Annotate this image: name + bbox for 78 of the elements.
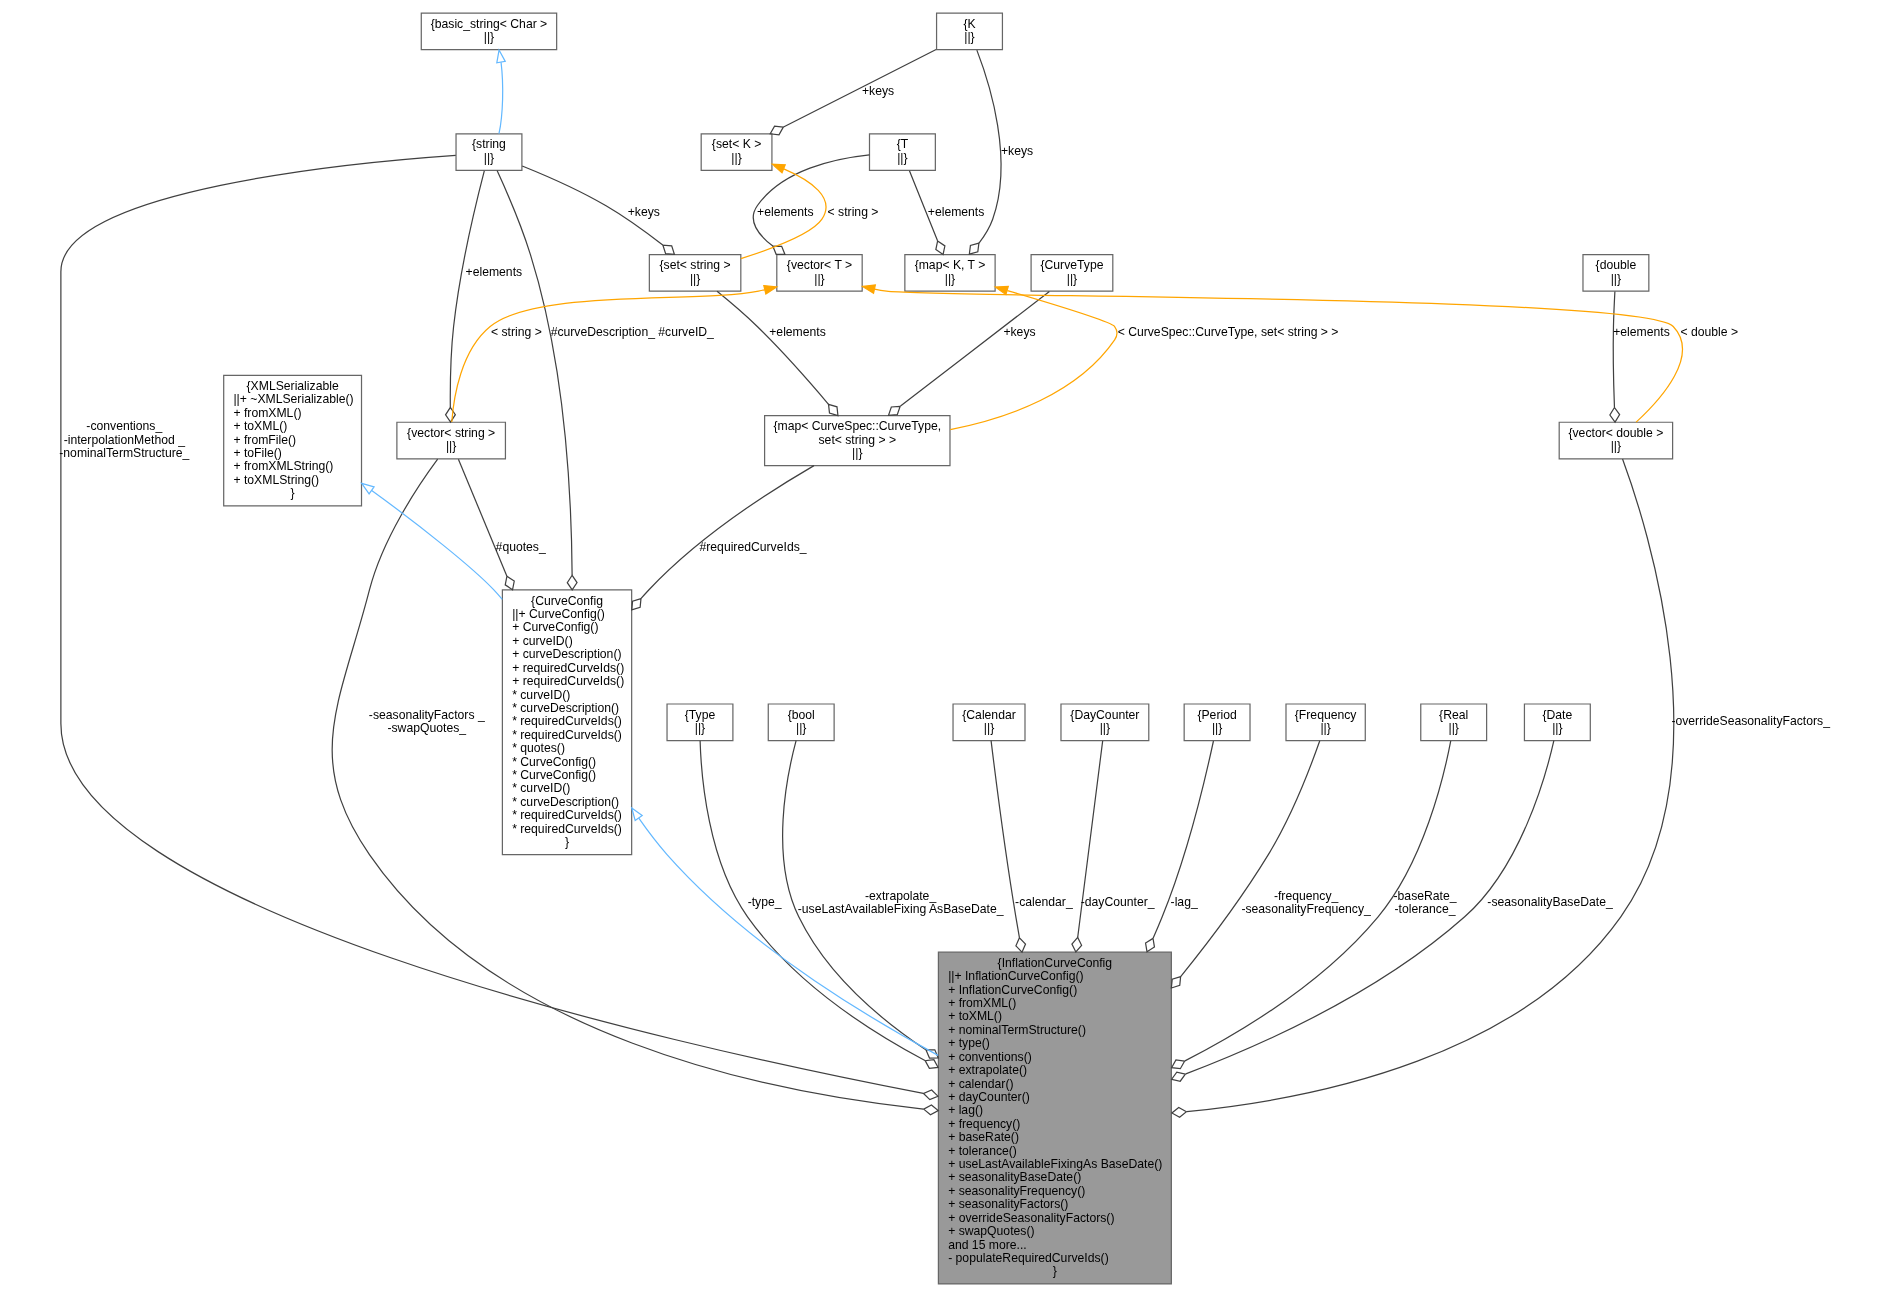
node-box: {Calendar ||} (951, 703, 1026, 742)
connector (908, 170, 946, 256)
connector (887, 290, 1050, 416)
connector (989, 740, 1026, 954)
node-box: {string ||} (454, 133, 522, 171)
edge-label: -frequency_ -seasonalityFrequency_ (1240, 888, 1371, 917)
node-box: {vector< double > ||} (1558, 421, 1673, 460)
node-box: {set< K > ||} (700, 133, 773, 171)
connector (521, 165, 675, 255)
edge-label: -extrapolate_ -useLastAvailableFixing AsBaseDate_ (797, 888, 1003, 917)
node-box: {vector< string > ||} (395, 421, 506, 460)
edge-label: -seasonalityFactors _ -swapQuotes_ (368, 707, 485, 736)
edge-label: < CurveSpec::CurveType, set< string > > (1117, 325, 1338, 340)
connector (1170, 740, 1320, 989)
node-box: {XMLSerializable ||+ ~XMLSerializable() + fromXML() + toXML() + fromFile() + toFile() + fromXMLString() + toXMLString() } (222, 374, 362, 507)
edge-label: < string > (827, 204, 878, 219)
edge-label: +elements (768, 325, 826, 340)
node-box: {CurveType ||} (1030, 253, 1113, 292)
edge-label: +elements (927, 204, 984, 219)
connector (444, 170, 485, 424)
edge-label: -dayCounter_ (1080, 895, 1155, 910)
edge-label: +elements (465, 264, 522, 279)
connector (968, 49, 1002, 256)
connector (1070, 740, 1103, 954)
connector (630, 465, 815, 611)
edge-label: -seasonalityBaseDate_ (1486, 895, 1613, 910)
connector (768, 48, 937, 136)
edge-label: #requiredCurveIds_ (698, 539, 807, 554)
edge-label: #curveDescription_ #curveID_ (550, 325, 714, 340)
connector (1170, 740, 1451, 1070)
edge-label: < double > (1679, 325, 1738, 340)
node-box: {map< CurveSpec::CurveType, set< string > > ||} (763, 414, 951, 467)
node-box: {double ||} (1581, 253, 1649, 292)
edge-label: < string > (490, 325, 542, 340)
connector (331, 458, 939, 1116)
arrow (359, 482, 503, 600)
node-box: {CurveConfig ||+ CurveConfig() + CurveConfig() + curveID() + curveDescription() + requiredCurveIds() + requiredCurveIds() * curveID() * curveDescription() * requiredCurveIds() * requiredCurveIds() * quotes() * CurveConfig() * CurveConfig() * curveID() * curveDescription() * requiredCurveIds() * requiredCurveIds() } (501, 589, 632, 856)
edge-label: +keys (627, 204, 660, 219)
node-box: {vector< T > ||} (775, 253, 863, 292)
connector (781, 740, 939, 1059)
node-box: {DayCounter ||} (1059, 703, 1149, 742)
node-box: {Date ||} (1523, 703, 1591, 742)
connector (495, 169, 578, 591)
connector (1170, 740, 1554, 1082)
connector (59, 154, 939, 1101)
node-box: {InflationCurveConfig ||+ InflationCurveConfig() + InflationCurveConfig() + fromXML() + toXML() + nominalTermStructure() + type() + conventions() + extrapolate() + calendar() + dayCounter() + lag() + frequency() + baseRate() + tolerance() + useLastAvailableFixingAs BaseDate() + seasonalityBaseDate() + seasonalityFrequency() + seasonalityFactors() + overrideSeasonalityFactors() + swapQuotes() and 15 more... - populateRequiredCurveIds() } (937, 951, 1172, 1285)
connector (1144, 740, 1214, 953)
connector (1170, 458, 1674, 1118)
node-box: {K ||} (935, 12, 1003, 51)
edge-label: +elements (756, 204, 814, 219)
edge-label: -lag_ (1170, 895, 1198, 910)
node-box: {Period ||} (1183, 703, 1251, 742)
edge-label: +keys (1002, 325, 1036, 340)
edge-label: -calendar_ (1014, 895, 1073, 910)
node-box: {Real ||} (1419, 703, 1487, 742)
arrow (739, 163, 827, 260)
node-box: {basic_string< Char > ||} (420, 12, 557, 51)
connector (715, 290, 839, 417)
node-box: {set< string > ||} (648, 253, 741, 292)
arrow (860, 284, 1683, 423)
edge-label: #quotes_ (495, 539, 546, 554)
connector (1608, 290, 1620, 424)
node-box: {Frequency ||} (1284, 703, 1366, 742)
edge-label: +keys (1000, 144, 1033, 159)
node-box: {bool ||} (767, 703, 835, 742)
node-box: {Type ||} (665, 703, 733, 742)
arrow (630, 806, 939, 1056)
arrow (949, 285, 1118, 431)
node-box: {map< K, T > ||} (903, 253, 996, 292)
edge-label: +keys (861, 83, 894, 98)
edge-label: -type_ (747, 895, 782, 910)
arrow (450, 284, 778, 423)
connector (699, 740, 939, 1069)
connector (457, 458, 515, 591)
edge-label: -baseRate_ -tolerance_ (1393, 888, 1457, 917)
arrow (495, 48, 506, 135)
connector (752, 154, 870, 256)
node-box: {T ||} (868, 133, 936, 171)
